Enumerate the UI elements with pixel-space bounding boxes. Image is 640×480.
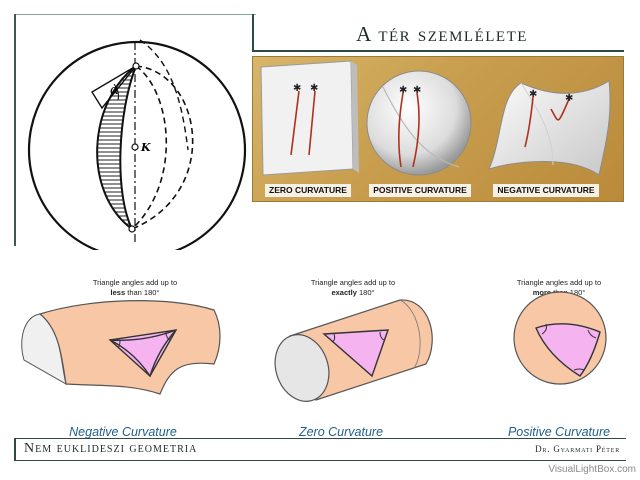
- slide-title: A tér szemlélete: [356, 22, 528, 46]
- ball-ant-2: ✱: [413, 85, 421, 96]
- label-negative-curvature: Negative Curvature: [69, 425, 177, 439]
- caption-zero-emph: exactly: [331, 288, 357, 297]
- label-zero-curvature: Zero Curvature: [298, 425, 384, 439]
- caption-zero: Triangle angles add up to exactly 180°: [278, 278, 428, 298]
- positive-curvature-sphere: [513, 291, 607, 385]
- saddle-path-2: [550, 98, 570, 121]
- vertex-top: [132, 62, 140, 70]
- photo-label-positive: POSITIVE CURVATURE: [369, 184, 471, 197]
- curvature-photo-drawing: ✱ ✱ ✱ ✱ ✱ ✱: [260, 60, 611, 176]
- ball-path-2: [412, 92, 420, 168]
- caption-zero-suffix: 180°: [356, 288, 375, 297]
- photo-label-negative: NEGATIVE CURVATURE: [493, 184, 599, 197]
- vertex-bottom: [128, 225, 136, 233]
- footer-subject: Nem euklideszi geometria: [24, 441, 198, 456]
- label-positive-curvature: Positive Curvature: [507, 425, 611, 439]
- saddle: [488, 80, 611, 176]
- zero-curvature-cylinder: [274, 299, 433, 402]
- negative-curvature-surface: [21, 300, 221, 395]
- frame-left-line: [14, 14, 16, 246]
- caption-negative-suffix: than 180°: [125, 288, 160, 297]
- ball-path-1: [398, 92, 404, 168]
- curvature-photo: ✱ ✱ ✱ ✱ ✱ ✱ ZERO CURVATURE POSITIVE CURV…: [252, 56, 624, 202]
- title-left-line: [252, 14, 254, 52]
- curvature-diagrams: [21, 291, 607, 402]
- caption-negative: Triangle angles add up to less than 180°: [60, 278, 210, 298]
- caption-negative-emph: less: [110, 288, 126, 297]
- title-underline: [252, 50, 624, 52]
- watermark: VisualLightBox.com: [548, 464, 636, 475]
- sphere-sketch-drawing: α K: [27, 39, 247, 260]
- flat-path-2: [308, 90, 316, 156]
- angle-wedge: [91, 65, 137, 110]
- flat-ant-2: ✱: [310, 83, 318, 94]
- flat-path-1: [290, 90, 300, 156]
- angle-arc: [113, 83, 119, 101]
- footer-left-bar: [14, 438, 16, 461]
- photo-label-zero: ZERO CURVATURE: [265, 184, 351, 197]
- saddle-ant-2: ✱: [565, 93, 573, 104]
- caption-zero-line1: Triangle angles add up to: [310, 278, 396, 287]
- saddle-path-1: [524, 96, 534, 148]
- footer-author: Dr. Gyarmati Péter: [535, 444, 620, 454]
- ball-seam: [382, 86, 460, 168]
- sphere-sketch: α K: [22, 22, 252, 260]
- dashed-meridian-1: [131, 65, 168, 230]
- center-label: K: [140, 141, 151, 154]
- caption-positive-line1: Triangle angles add up to: [516, 278, 602, 287]
- flat-board: [260, 60, 354, 176]
- saddle-ant-1: ✱: [529, 89, 537, 100]
- flat-ant-1: ✱: [293, 83, 301, 94]
- dashed-meridian-2: [131, 65, 194, 230]
- saddle-shade: [520, 82, 554, 166]
- caption-negative-line1: Triangle angles add up to: [92, 278, 178, 287]
- flat-board-edge: [351, 61, 359, 173]
- center-point: [131, 143, 139, 151]
- alpha-label: α: [110, 83, 119, 98]
- footer-rule-top: [14, 438, 626, 439]
- ball-ant-1: ✱: [399, 85, 407, 96]
- dashed-meridian-3: [139, 39, 189, 151]
- caption-positive-emph: more: [532, 288, 552, 297]
- frame-top-line: [16, 14, 256, 15]
- footer-rule-bottom: [14, 460, 626, 461]
